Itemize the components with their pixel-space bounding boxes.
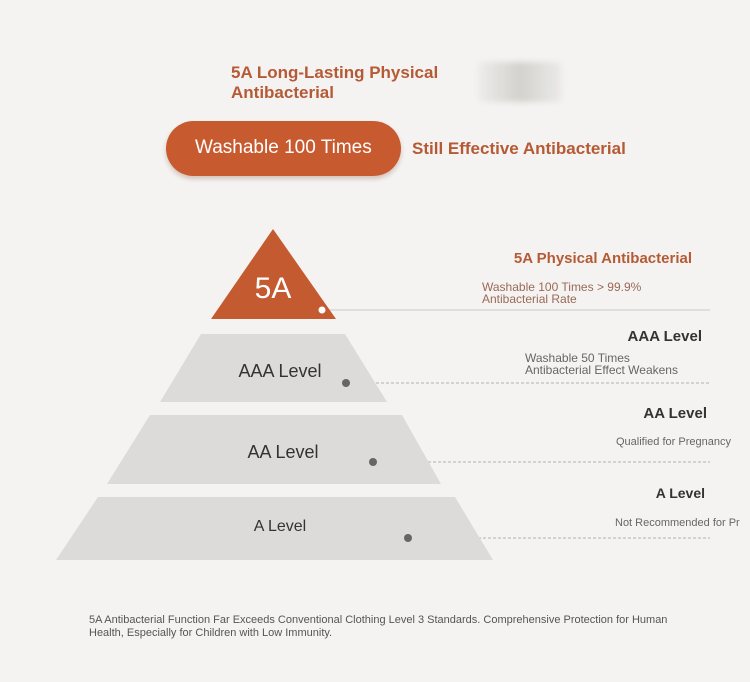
tier-5a-dot (317, 305, 327, 315)
callout-a-title: A Level (655, 485, 705, 501)
callout-a-desc: Not Recommended for Pr (615, 517, 740, 529)
tier-a-label: A Level (253, 518, 307, 535)
headline: 5A Long-Lasting Physical Antibacterial (231, 63, 439, 102)
washable-pill (166, 121, 401, 176)
callout-aaa-title: AAA Level (627, 328, 702, 345)
footer-note: 5A Antibacterial Function Far Exceeds Co… (89, 614, 668, 639)
callout-aaa-desc-line2: Antibacterial Effect Weakens (525, 363, 678, 377)
callout-aa-desc: Qualified for Pregnancy (616, 436, 731, 448)
callout-5a-desc-line2: Antibacterial Rate (482, 292, 577, 306)
tier-aaa-dot (342, 379, 350, 387)
tier-aaa-shape (160, 334, 387, 402)
tier-aa-label: AA Level (247, 442, 319, 462)
tier-aa-dot (369, 458, 377, 466)
tier-aaa-label: AAA Level (238, 361, 322, 381)
tier-5a-shape (211, 229, 336, 319)
callout-5a-desc-line1: Washable 100 Times > 99.9% (482, 280, 642, 294)
tier-a-dot (404, 534, 412, 542)
pill-suffix-text: Still Effective Antibacterial (412, 139, 626, 158)
smudge-decoration (478, 62, 562, 102)
tier-aa-shape (107, 415, 441, 484)
pill-text: Washable 100 Times (195, 137, 372, 158)
callout-aa-title: AA Level (643, 405, 707, 422)
tier-5a-label: 5A (254, 272, 292, 305)
callout-aaa-desc-line1: Washable 50 Times (525, 351, 630, 365)
callout-5a-title: 5A Physical Antibacterial (513, 250, 692, 267)
tier-a-shape (56, 497, 493, 560)
